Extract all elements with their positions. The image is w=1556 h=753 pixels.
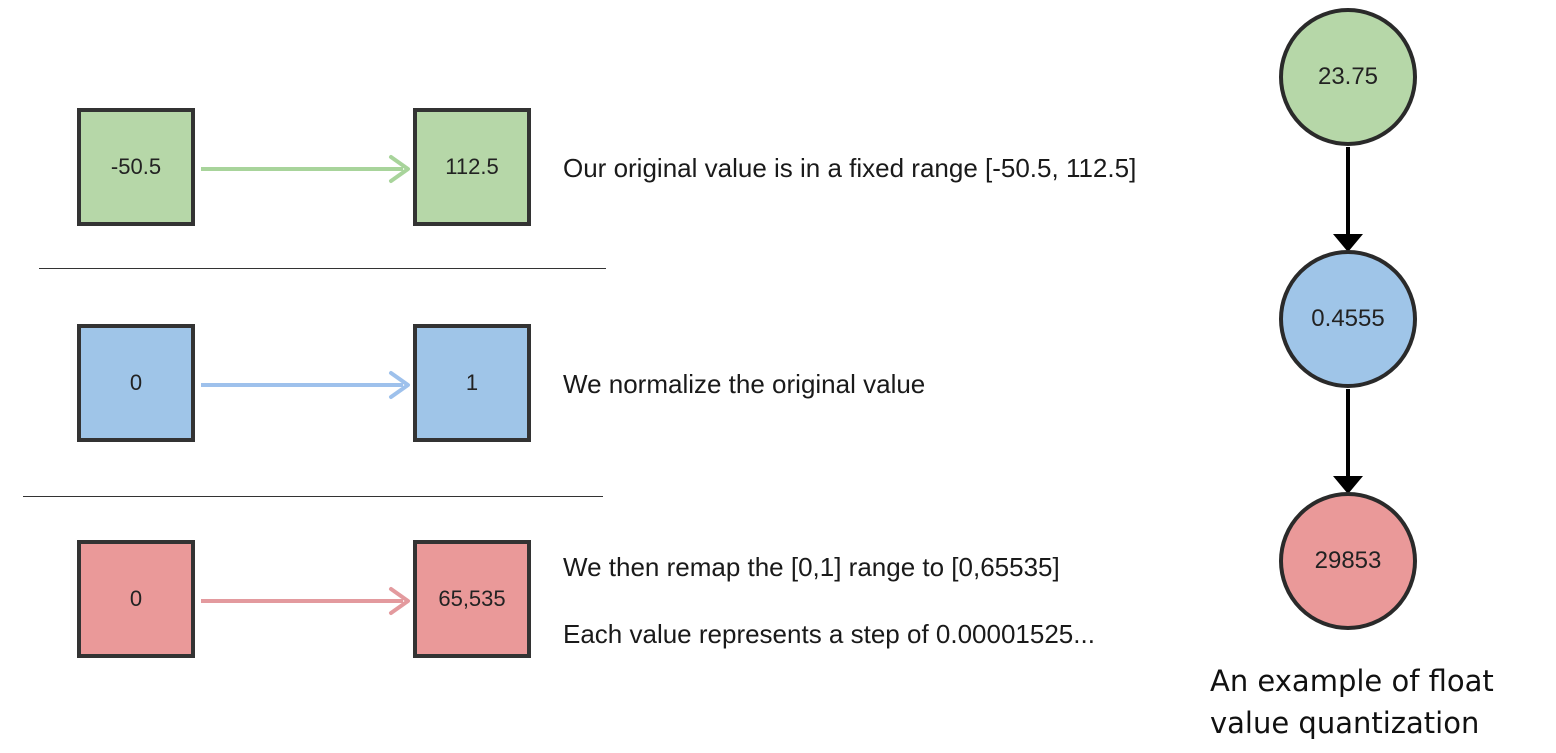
row-description-step: Each value represents a step of 0.000015…	[563, 619, 1095, 649]
caption-line: value quantization	[1210, 706, 1480, 740]
range-end-value: 65,535	[438, 586, 506, 611]
row-description-remapped: We then remap the [0,1] range to [0,6553…	[563, 552, 1060, 582]
range-end-value: 112.5	[445, 154, 499, 179]
row-arrow-green	[201, 155, 410, 183]
divider-2	[23, 496, 603, 497]
row-description-original: Our original value is in a fixed range […	[563, 153, 1137, 183]
range-start-box-remapped: 0	[77, 540, 195, 658]
example-node-value: 29853	[1314, 547, 1382, 574]
range-end-box-remapped: 65,535	[413, 540, 531, 658]
range-start-value: 0	[129, 586, 143, 611]
range-end-box-original: 112.5	[413, 108, 531, 226]
example-node-value: 0.4555	[1311, 305, 1385, 332]
example-caption: An example of float value quantization	[1210, 660, 1530, 744]
row-arrow-red	[201, 587, 410, 615]
example-node-value: 23.75	[1317, 63, 1379, 90]
row-arrow-blue	[201, 371, 410, 399]
divider-1	[39, 268, 606, 269]
range-start-value: 0	[129, 370, 143, 395]
range-start-value: -50.5	[110, 154, 162, 179]
range-end-value: 1	[465, 370, 479, 395]
flow-arrow-2	[1333, 389, 1363, 494]
flow-arrow-1	[1333, 147, 1363, 252]
caption-line: An example of float	[1210, 664, 1494, 698]
example-node-normalized: 0.4555	[1279, 250, 1417, 388]
row-description-normalized: We normalize the original value	[563, 369, 926, 399]
range-start-box-original: -50.5	[77, 108, 195, 226]
range-end-box-normalized: 1	[413, 324, 531, 442]
example-node-quantized: 29853	[1279, 492, 1417, 630]
range-start-box-normalized: 0	[77, 324, 195, 442]
example-node-original: 23.75	[1279, 8, 1417, 146]
